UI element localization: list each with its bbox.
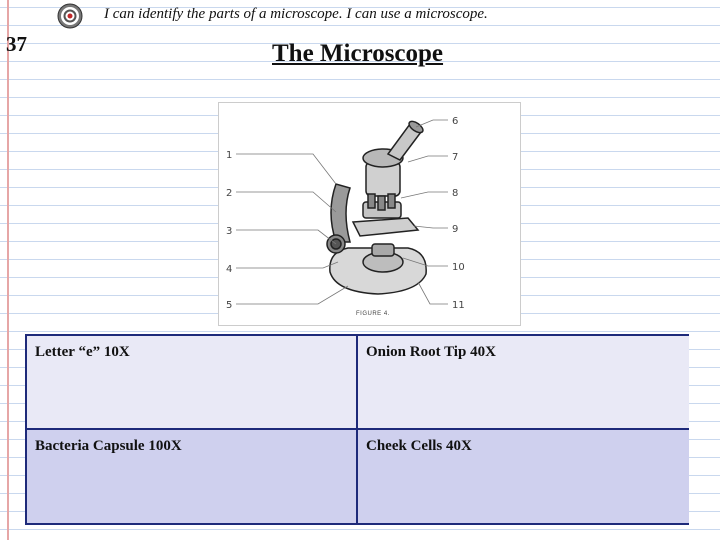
page-title: The Microscope	[272, 40, 444, 67]
label-9: 9	[452, 224, 458, 235]
learning-objective: I can identify the parts of a microscope…	[104, 6, 488, 22]
label-5: 5	[226, 300, 232, 311]
label-1: 1	[226, 150, 232, 161]
observation-cell: Bacteria Capsule 100X	[27, 430, 358, 523]
target-icon	[57, 3, 83, 29]
observation-cell: Letter “e” 10X	[27, 336, 358, 430]
page-number: 37	[6, 32, 27, 56]
observation-cell: Onion Root Tip 40X	[358, 336, 689, 430]
right-leader-lines	[400, 119, 448, 305]
label-8: 8	[452, 188, 458, 199]
label-7: 7	[452, 152, 458, 163]
label-3: 3	[226, 226, 232, 237]
left-leader-lines	[236, 153, 349, 305]
observation-table: Letter “e” 10X Onion Root Tip 40X Bacter…	[25, 334, 689, 525]
label-11: 11	[452, 300, 465, 311]
microscope-diagram: 1 2 3 4 5 6 7 8 9 10 11	[218, 102, 521, 326]
margin-line	[7, 0, 9, 540]
label-10: 10	[452, 262, 465, 273]
label-2: 2	[226, 188, 232, 199]
figure-caption: FIGURE 4.	[356, 311, 390, 317]
observation-cell: Cheek Cells 40X	[358, 430, 689, 523]
label-6: 6	[452, 116, 458, 127]
microscope-illustration	[326, 120, 427, 295]
label-4: 4	[226, 264, 232, 275]
